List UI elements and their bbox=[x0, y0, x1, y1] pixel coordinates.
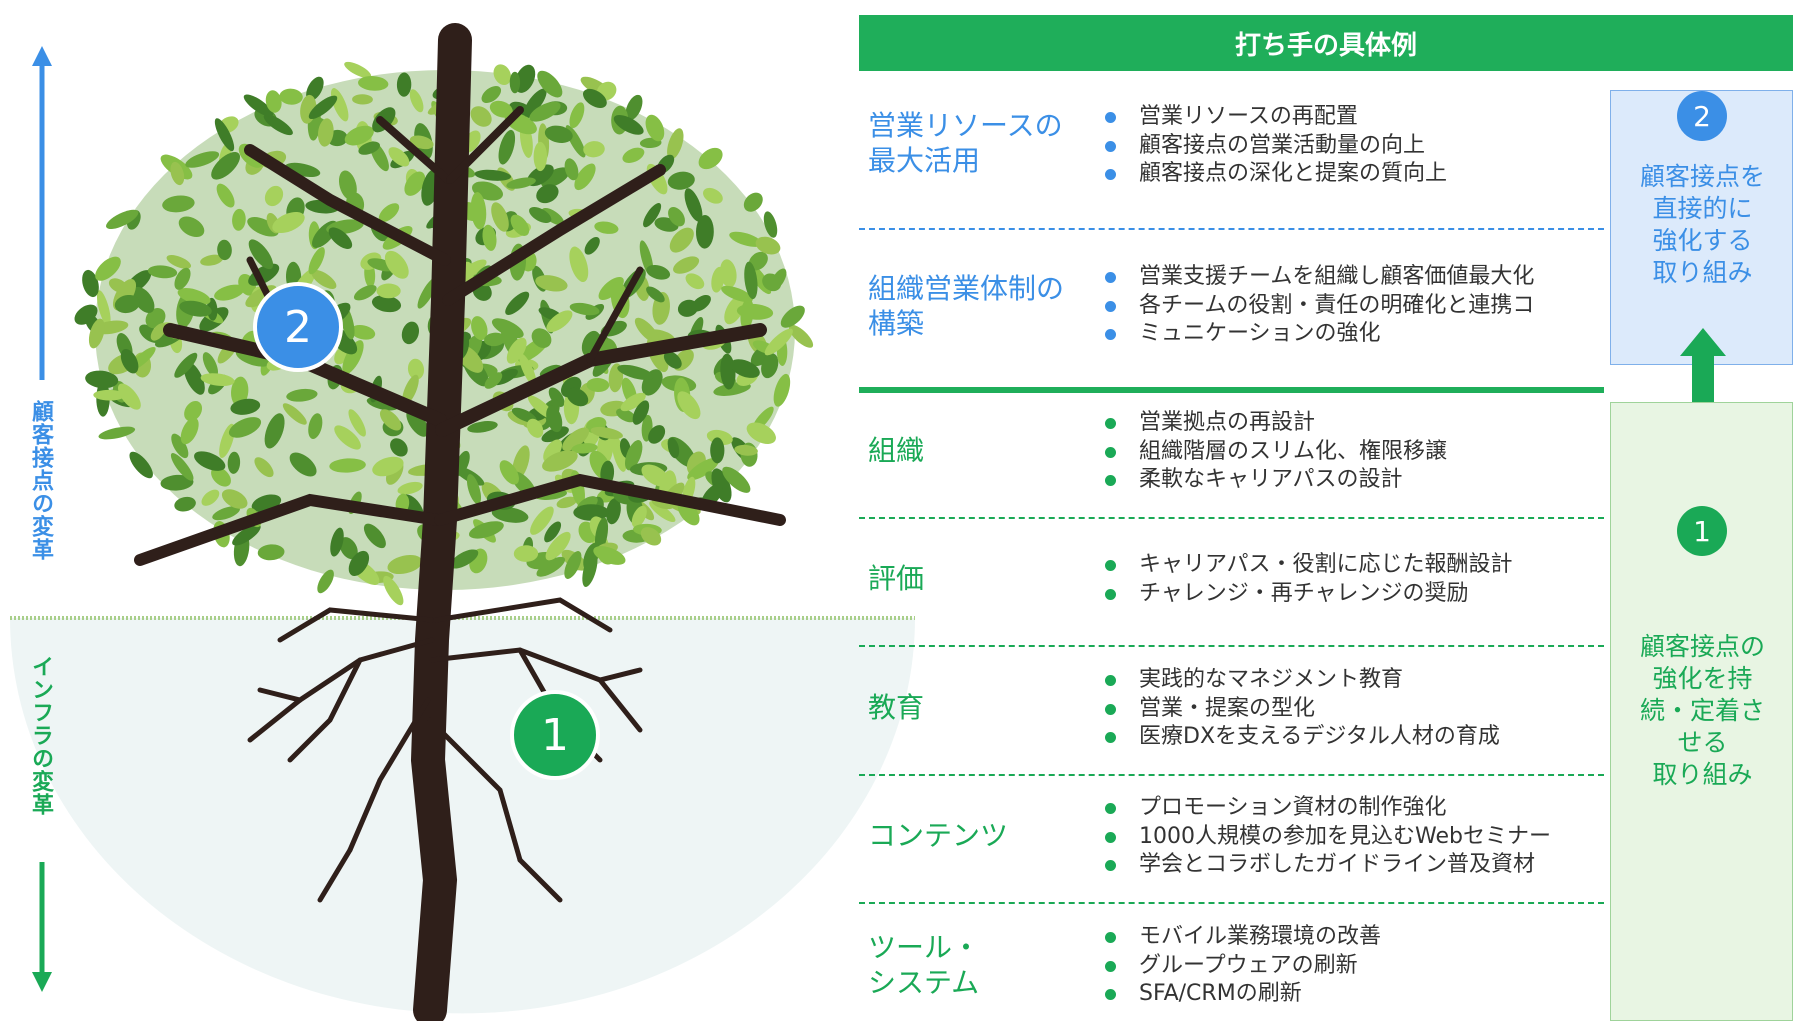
list-item: 組織階層のスリム化、権限移譲 bbox=[1105, 438, 1447, 467]
box-marker-1-text: 1 bbox=[1693, 514, 1711, 548]
text-line: 取り組み bbox=[1652, 258, 1753, 287]
text-line: せる bbox=[1677, 728, 1728, 757]
list-item: チャレンジ・再チャレンジの奨励 bbox=[1105, 580, 1513, 609]
section-separator bbox=[859, 387, 1604, 393]
row-title-content: コンテンツ bbox=[868, 818, 1008, 853]
row-divider bbox=[859, 228, 1604, 230]
text-line: 取り組み bbox=[1652, 760, 1753, 789]
row-title-line1: ツール・ bbox=[868, 931, 981, 964]
ground-area bbox=[10, 618, 915, 1014]
table-header: 打ち手の具体例 bbox=[859, 15, 1793, 71]
marker-2-text: 2 bbox=[284, 301, 312, 353]
text-line: 顧客接点の bbox=[1639, 632, 1765, 661]
box-marker-2-text: 2 bbox=[1693, 99, 1711, 133]
text-line: 強化を持 bbox=[1652, 664, 1753, 693]
marker-1-text: 1 bbox=[541, 709, 569, 761]
row-title-tools-systems: ツール・ システム bbox=[868, 930, 980, 1000]
direct-strengthening-box: 2 顧客接点を 直接的に 強化する 取り組み bbox=[1610, 90, 1793, 365]
text-line: 強化する bbox=[1652, 226, 1753, 255]
row-divider bbox=[859, 902, 1604, 904]
marker-2-foliage: 2 bbox=[253, 282, 343, 372]
row-title-line2: 構築 bbox=[868, 307, 925, 340]
upper-change-label: 顧客接点の変革 bbox=[28, 400, 53, 561]
list-item: キャリアパス・役割に応じた報酬設計 bbox=[1105, 551, 1513, 580]
row-title-organization: 組織 bbox=[868, 433, 924, 468]
text-line: 続・定着さ bbox=[1639, 696, 1765, 725]
list-item: 営業・提案の型化 bbox=[1105, 695, 1500, 724]
list-item: 学会とコラボしたガイドライン普及資材 bbox=[1105, 851, 1551, 880]
list-item: 営業支援チームを組織し顧客価値最大化 bbox=[1105, 263, 1534, 292]
list-item: 営業拠点の再設計 bbox=[1105, 409, 1447, 438]
box-marker-2: 2 bbox=[1677, 91, 1727, 141]
row-title-line1: コンテンツ bbox=[868, 819, 1009, 852]
sustain-strengthening-text: 顧客接点の 強化を持 続・定着さ せる 取り組み bbox=[1611, 631, 1793, 791]
tree-roots bbox=[247, 597, 643, 903]
row-items-evaluation: キャリアパス・役割に応じた報酬設計 チャレンジ・再チャレンジの奨励 bbox=[1105, 551, 1513, 608]
row-title-line1: 営業リソースの bbox=[868, 109, 1063, 142]
row-items-tools-systems: モバイル業務環境の改善 グループウェアの刷新 SFA/CRMの刷新 bbox=[1105, 923, 1381, 1009]
list-item: 1000人規模の参加を見込むWebセミナー bbox=[1105, 823, 1551, 852]
marker-1-roots: 1 bbox=[510, 690, 600, 780]
row-title-education: 教育 bbox=[868, 690, 924, 725]
row-title-evaluation: 評価 bbox=[868, 561, 924, 596]
list-item: プロモーション資材の制作強化 bbox=[1105, 794, 1551, 823]
list-item: 各チームの役割・責任の明確化と連携コ bbox=[1105, 292, 1534, 321]
list-item: 顧客接点の営業活動量の向上 bbox=[1105, 132, 1447, 161]
row-divider bbox=[859, 645, 1604, 647]
row-items-content: プロモーション資材の制作強化 1000人規模の参加を見込むWebセミナー 学会と… bbox=[1105, 794, 1551, 880]
upward-block-arrow bbox=[1680, 328, 1726, 438]
row-items-sales-resources: 営業リソースの再配置 顧客接点の営業活動量の向上 顧客接点の深化と提案の質向上 bbox=[1105, 103, 1447, 189]
row-items-organization: 営業拠点の再設計 組織階層のスリム化、権限移譲 柔軟なキャリアパスの設計 bbox=[1105, 409, 1447, 495]
list-item: 医療DXを支えるデジタル人材の育成 bbox=[1105, 723, 1500, 752]
row-title-line2: 最大活用 bbox=[868, 144, 981, 177]
list-item-continuation: ミュニケーションの強化 bbox=[1105, 320, 1534, 349]
row-items-education: 実践的なマネジメント教育 営業・提案の型化 医療DXを支えるデジタル人材の育成 bbox=[1105, 666, 1500, 752]
row-divider bbox=[859, 774, 1604, 776]
row-title-org-sales: 組織営業体制の 構築 bbox=[868, 271, 1064, 341]
direct-strengthening-text: 顧客接点を 直接的に 強化する 取り組み bbox=[1611, 161, 1793, 289]
list-item: モバイル業務環境の改善 bbox=[1105, 923, 1381, 952]
text-line: 直接的に bbox=[1652, 194, 1753, 223]
row-title-line1: 評価 bbox=[868, 562, 925, 595]
sustain-strengthening-box: 1 顧客接点の 強化を持 続・定着さ せる 取り組み bbox=[1610, 402, 1793, 1021]
row-title-line1: 組織営業体制の bbox=[868, 272, 1065, 305]
list-item: 実践的なマネジメント教育 bbox=[1105, 666, 1500, 695]
row-title-line1: 教育 bbox=[868, 691, 925, 724]
downward-arrow bbox=[32, 862, 52, 992]
list-item: 柔軟なキャリアパスの設計 bbox=[1105, 466, 1447, 495]
text-line: 顧客接点を bbox=[1639, 162, 1765, 191]
list-item: グループウェアの刷新 bbox=[1105, 952, 1381, 981]
row-divider bbox=[859, 517, 1604, 519]
list-item: 営業リソースの再配置 bbox=[1105, 103, 1447, 132]
list-item: 顧客接点の深化と提案の質向上 bbox=[1105, 160, 1447, 189]
upward-arrow bbox=[32, 46, 52, 380]
row-items-org-sales: 営業支援チームを組織し顧客価値最大化 各チームの役割・責任の明確化と連携コ ミュ… bbox=[1105, 263, 1534, 349]
lower-change-label: インフラの変革 bbox=[28, 655, 53, 816]
row-title-sales-resources: 営業リソースの 最大活用 bbox=[868, 108, 1063, 178]
list-item: SFA/CRMの刷新 bbox=[1105, 980, 1381, 1009]
box-marker-1: 1 bbox=[1677, 506, 1727, 556]
row-title-line2: システム bbox=[868, 966, 980, 999]
tree-illustration bbox=[10, 23, 915, 1021]
row-title-line1: 組織 bbox=[868, 434, 925, 467]
